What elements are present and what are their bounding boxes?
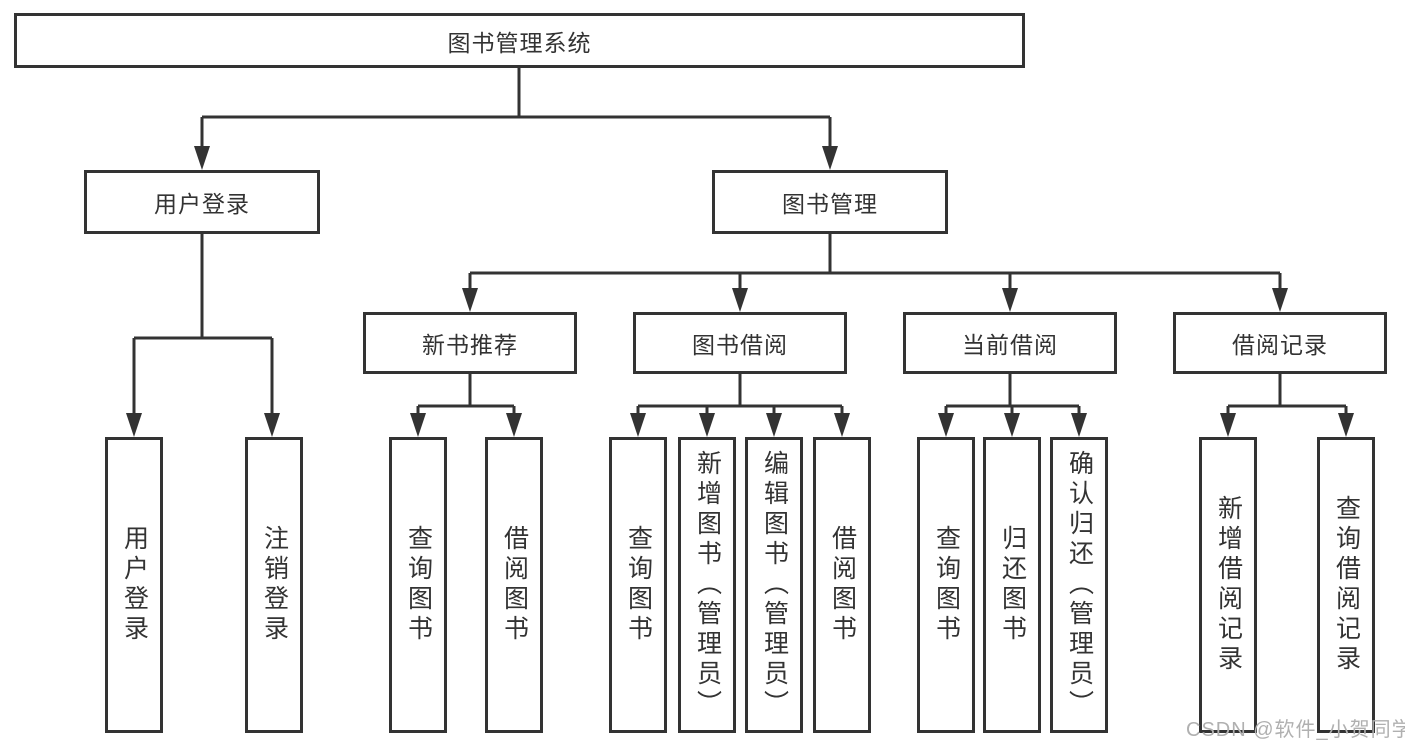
arrowhead [126,413,142,437]
node-new-book-recommend: 新书推荐 [363,312,577,374]
arrowhead [699,413,715,437]
arrowhead [1002,288,1018,312]
arrowhead [410,413,426,437]
arrowhead [264,413,280,437]
connector-borrowing-to-leaves [636,374,844,414]
connector-userlogin-to-leaves [132,234,274,414]
leaf-add-borrow-record: 新增借阅记录 [1199,437,1257,733]
node-current-borrowing: 当前借阅 [903,312,1117,374]
leaf-confirm-return-admin: 确认归还（管理员） [1050,437,1108,733]
connector-records-to-leaves [1226,374,1348,414]
connector-recommend-to-leaves [416,374,516,414]
node-library-system: 图书管理系统 [14,13,1025,68]
csdn-watermark: CSDN @软件_小贺同学 [1186,719,1405,741]
leaf-edit-book-admin: 编辑图书（管理员） [745,437,803,733]
leaf-user-login: 用户登录 [105,437,163,733]
arrowhead [1004,413,1020,437]
leaf-query-borrow-record: 查询借阅记录 [1317,437,1375,733]
node-user-login: 用户登录 [84,170,320,234]
leaf-borrow-books-borrowing: 借阅图书 [813,437,871,733]
arrowhead [630,413,646,437]
arrowhead [938,413,954,437]
arrowhead [1338,413,1354,437]
arrowhead [194,146,210,170]
leaf-add-book-admin: 新增图书（管理员） [678,437,736,733]
arrowhead [462,288,478,312]
arrowhead [1220,413,1236,437]
connector-current-to-leaves [944,374,1081,414]
leaf-query-books-current: 查询图书 [917,437,975,733]
connector-root-to-level1 [200,68,832,148]
arrowhead [1071,413,1087,437]
node-book-management: 图书管理 [712,170,948,234]
leaf-borrow-books-recommend: 借阅图书 [485,437,543,733]
arrowhead [822,146,838,170]
leaf-query-books-borrowing: 查询图书 [609,437,667,733]
leaf-query-books-recommend: 查询图书 [389,437,447,733]
arrowhead [732,288,748,312]
node-book-borrowing: 图书借阅 [633,312,847,374]
leaf-return-book: 归还图书 [983,437,1041,733]
node-borrowing-records: 借阅记录 [1173,312,1387,374]
connector-bookmgmt-to-level2 [468,234,1282,289]
arrowhead [834,413,850,437]
leaf-logout: 注销登录 [245,437,303,733]
arrowhead [1272,288,1288,312]
arrowhead [766,413,782,437]
arrowhead [506,413,522,437]
